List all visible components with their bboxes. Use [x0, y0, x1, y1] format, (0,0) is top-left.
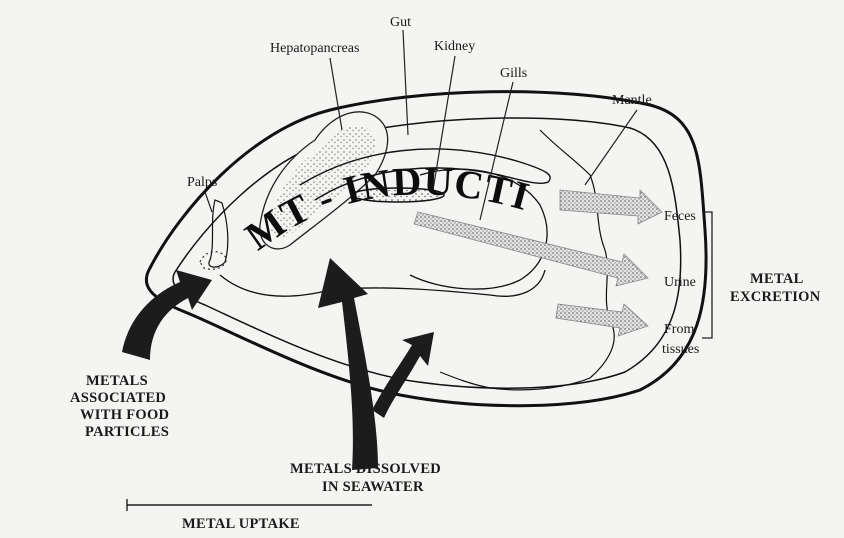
metal-uptake-label: METAL UPTAKE [182, 516, 300, 532]
kidney-label: Kidney [434, 39, 475, 54]
food-particles-arrow [122, 270, 212, 360]
metal-excretion-label-line2: EXCRETION [730, 289, 821, 305]
gut-leader [403, 30, 408, 135]
food-particles-label-line3: WITH FOOD [80, 407, 169, 423]
feces-arrow [560, 190, 662, 224]
palps-label: Palps [187, 175, 217, 190]
foot-outline [220, 270, 545, 296]
dissolved-label-line2: IN SEAWATER [322, 479, 424, 495]
dissolved-main-arrow [318, 258, 378, 470]
feces-label: Feces [664, 209, 696, 224]
food-particles-label-line2: ASSOCIATED [70, 390, 166, 406]
food-particles-label-line1: METALS [86, 373, 148, 389]
urine-label: Urine [664, 275, 696, 290]
gut-label: Gut [390, 15, 411, 30]
mantle-label: Mantle [612, 93, 652, 108]
palps-leader [205, 192, 212, 212]
gills-label: Gills [500, 66, 527, 81]
food-particles-label-line4: PARTICLES [85, 424, 169, 440]
hepatopancreas-label: Hepatopancreas [270, 41, 359, 56]
from-tissues-label-line2: tissues [662, 342, 699, 357]
urine-arrow [414, 212, 648, 286]
metal-excretion-label-line1: METAL [750, 271, 804, 287]
from-tissues-label-line1: From [664, 322, 694, 337]
from-tissues-arrow [556, 304, 648, 336]
dissolved-label-line1: METALS DISSOLVED [290, 461, 441, 477]
